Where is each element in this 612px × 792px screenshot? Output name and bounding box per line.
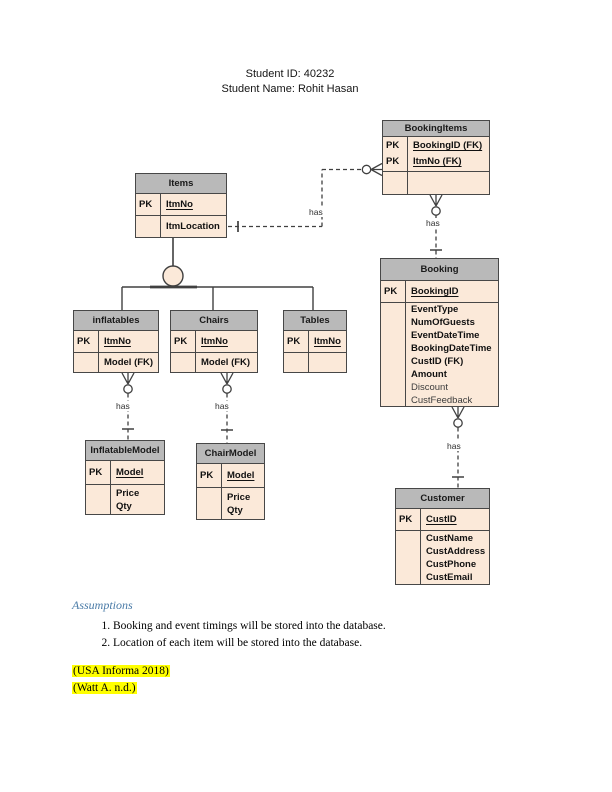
attribute: BookingDateTime [411,342,492,354]
attribute: CustName [426,532,473,544]
attribute: CustID (FK) [411,355,464,367]
crow-foot-icon [220,372,234,385]
zero-circle-icon [222,384,232,394]
crow-foot-icon [370,162,383,177]
pk-label: PK [174,336,188,347]
relationship-label: has [446,441,462,451]
citation-text: (USA Informa 2018) [72,665,170,677]
entity-title: InflatableModel [86,441,164,461]
attribute: ItmNo (FK) [413,156,462,167]
student-name-line: Student Name: Rohit Hasan [221,83,359,95]
zero-circle-icon [453,418,463,428]
document-header: Student ID: 40232 Student Name: Rohit Ha… [0,67,580,97]
entity-title: Booking [381,259,498,281]
rel-items-bookingitems [228,162,383,232]
crow-foot-icon [451,406,465,419]
crow-foot-icon [121,372,135,385]
assumption-item: Location of each item will be stored int… [113,635,386,652]
pk-label: PK [139,199,153,210]
zero-circle-icon [123,384,133,394]
attribute: Qty [227,504,243,516]
attribute: EventDateTime [411,329,480,341]
pk-label: PK [386,156,400,167]
pk-label: PK [384,286,398,297]
assumptions-list: Booking and event timings will be stored… [0,618,386,651]
entity-title: Tables [284,311,346,331]
attribute: NumOfGuests [411,316,475,328]
attribute: CustPhone [426,558,477,570]
attribute: CustID [426,514,457,525]
citation-text: (Watt A. n.d.) [72,682,137,694]
attribute: Model (FK) [104,357,154,368]
assumption-item: Booking and event timings will be stored… [113,618,386,635]
pk-label: PK [77,336,91,347]
attribute: Amount [411,368,447,380]
attribute: EventType [411,303,459,315]
attribute: ItmLocation [166,221,220,232]
entity-title: BookingItems [383,121,489,137]
attribute: Price [116,487,140,499]
attribute: Price [227,491,251,503]
zero-circle-icon [361,164,372,175]
assumptions-heading: Assumptions [72,598,133,612]
relationship-label: has [214,401,230,411]
relationship-label: has [308,207,324,217]
category-circle-icon [162,265,184,287]
pk-label: PK [287,336,301,347]
attribute: CustEmail [426,571,473,583]
entity-title: ChairModel [197,444,264,464]
attribute: Model [116,467,144,478]
crow-foot-icon [429,194,443,207]
citation: (USA Informa 2018) [72,665,170,677]
pk-label: PK [89,467,103,478]
attribute: BookingID [411,286,459,297]
attribute: Model [227,470,255,481]
student-id-line: Student ID: 40232 [245,68,335,80]
attribute: Model (FK) [201,357,251,368]
entity-title: inflatables [74,311,158,331]
subtype-connector [121,238,314,310]
attribute: ItmNo [166,199,193,210]
zero-circle-icon [431,206,441,216]
attribute: BookingID (FK) [413,140,483,151]
attribute: ItmNo [201,336,228,347]
relationship-label: has [115,401,131,411]
entity-title: Customer [396,489,489,509]
attribute: CustFeedback [411,394,473,406]
pk-label: PK [399,514,413,525]
pk-label: PK [386,140,400,151]
attribute: Qty [116,500,132,512]
citation: (Watt A. n.d.) [72,682,137,694]
attribute: ItmNo [104,336,131,347]
attribute: CustAddress [426,545,486,557]
relationship-label: has [425,218,441,228]
attribute: Discount [411,381,448,393]
entity-title: Items [136,174,226,194]
pk-label: PK [200,470,214,481]
entity-title: Chairs [171,311,257,331]
attribute: ItmNo [314,336,341,347]
